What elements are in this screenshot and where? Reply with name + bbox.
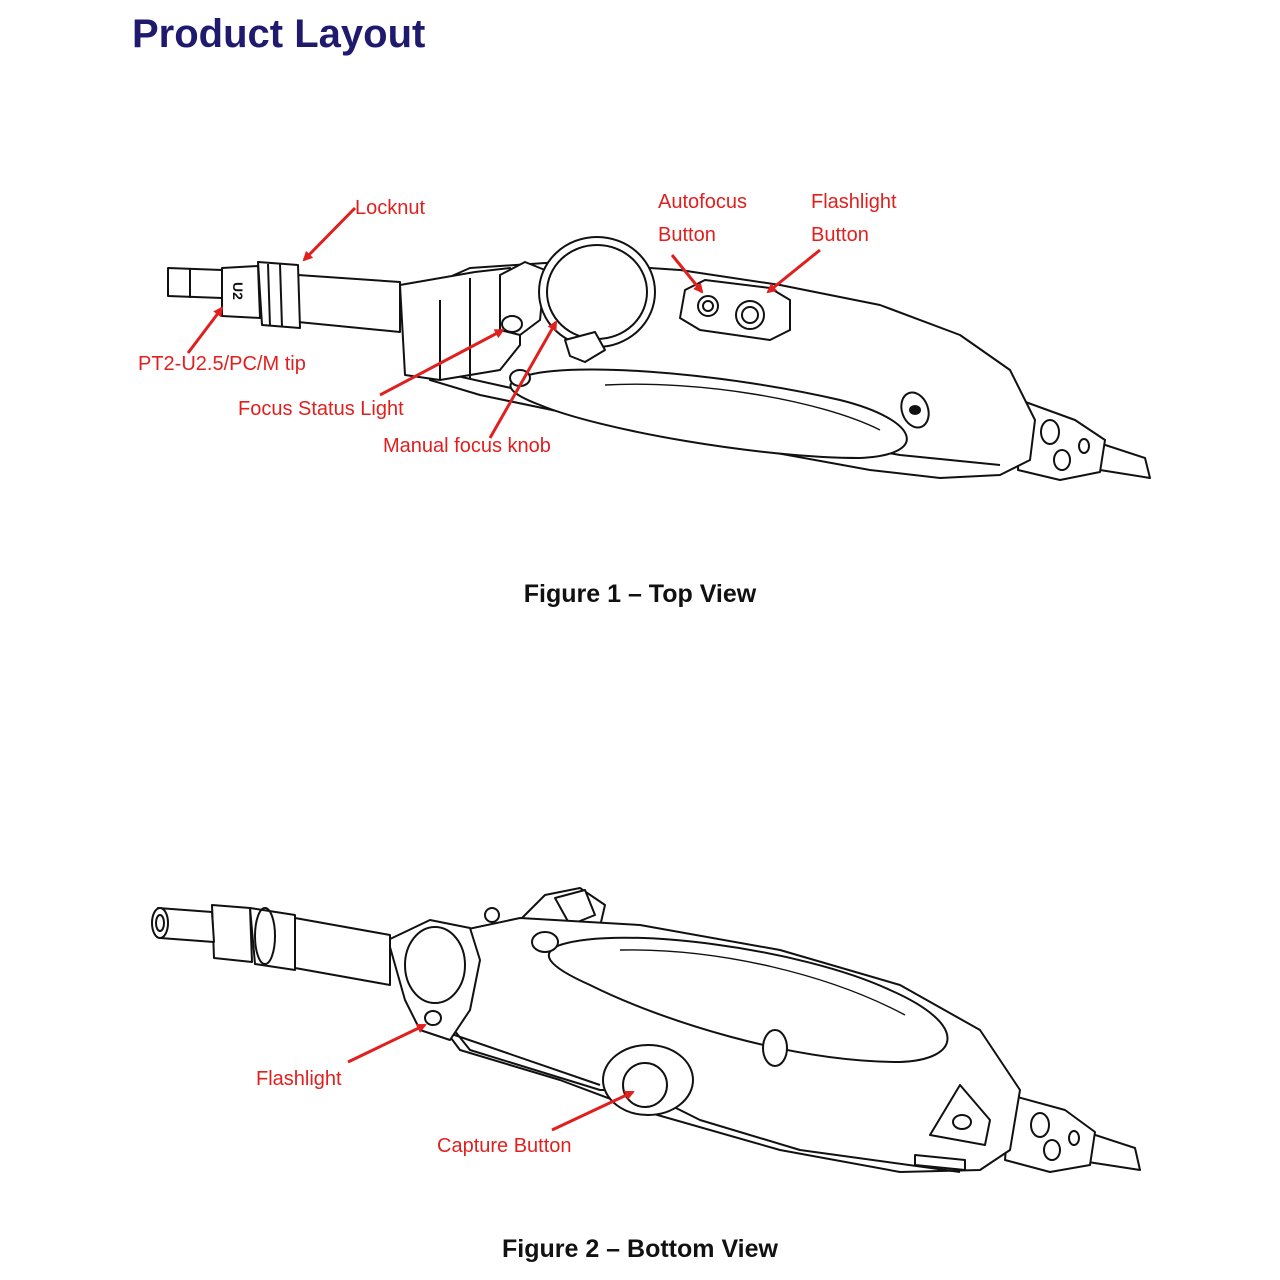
grip-window [509,368,908,459]
arrow-autofocus [670,254,704,294]
page-title: Product Layout [132,12,426,56]
callout-flashlight-button-line1: Flashlight [811,191,897,213]
inspection-probe-bottom [151,887,1141,1173]
figure-1-caption: Figure 1 – Top View [523,580,757,608]
cable [1079,1129,1141,1171]
inspection-probe-top [167,236,1151,481]
arrow-locknut [302,206,357,262]
capture-button-housing [602,1044,694,1116]
front-housing [387,919,481,1041]
flashlight-shape [424,1010,442,1026]
figure-1-top-view-drawing: U2 [167,206,1151,481]
arrow-flashlight [766,248,821,294]
arrow-manual-focus-knob [488,320,558,439]
figure-1-callout-arrows [186,206,821,439]
callout-manual-focus-knob: Manual focus knob [383,435,551,457]
figure-2-caption: Figure 2 – Bottom View [502,1235,778,1263]
probe-tip [157,907,215,943]
probe-tip [167,267,223,299]
arrow-capture-button [551,1090,635,1132]
callout-autofocus-button-line1: Autofocus [658,191,747,213]
callout-autofocus-button-line2: Button [658,224,716,246]
callout-flashlight: Flashlight [256,1068,342,1090]
strain-relief [1017,399,1106,481]
capture-button-shape [622,1062,668,1108]
tip-marking: U2 [230,282,246,300]
callout-locknut: Locknut [355,197,426,219]
arrow-focus-status-light [379,328,505,397]
callout-focus-status-light: Focus Status Light [238,398,404,420]
callout-flashlight-button-line2: Button [811,224,869,246]
probe-shaft [297,274,401,333]
figure-2-callout-arrows [347,1023,635,1132]
callout-tip: PT2-U2.5/PC/M tip [138,353,306,375]
grip-window [547,936,949,1063]
focus-status-light-shape [501,315,523,333]
arrow-flashlight [347,1023,427,1064]
callout-capture-button: Capture Button [437,1135,572,1157]
manual-focus-knob-shape [538,236,656,348]
arrow-tip [186,306,224,354]
strain-relief [1004,1094,1096,1173]
button-plate [679,279,791,341]
locknut-shape [257,261,301,329]
locknut-shape [249,907,296,971]
probe-shaft [294,917,391,986]
